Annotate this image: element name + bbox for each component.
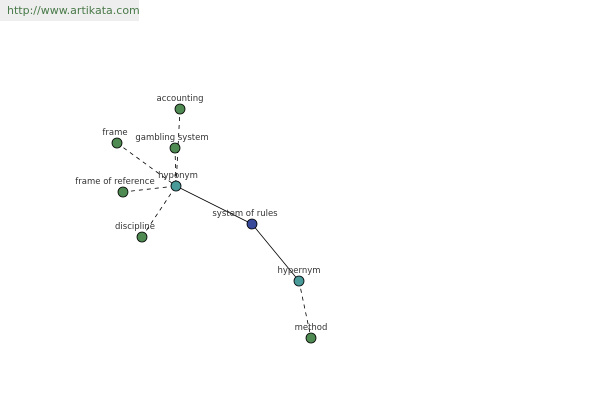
node-discipline-marker[interactable] bbox=[136, 231, 148, 243]
node-method-marker[interactable] bbox=[305, 332, 317, 344]
node-hypernym-label: hypernym bbox=[277, 266, 320, 276]
edge-hyponym-to-system-of-rules bbox=[175, 185, 253, 225]
edge-discipline-to-hyponym bbox=[141, 185, 177, 238]
node-discipline[interactable]: discipline bbox=[115, 222, 155, 243]
edge-system-of-rules-to-hypernym bbox=[251, 223, 300, 282]
node-hypernym-marker[interactable] bbox=[293, 275, 305, 287]
edge-gambling-system-to-hyponym bbox=[174, 147, 177, 187]
edge-hypernym-to-method bbox=[298, 280, 312, 339]
node-system-of-rules-label: system of rules bbox=[212, 209, 278, 219]
node-hyponym[interactable]: hyponym bbox=[158, 171, 198, 192]
edges-layer bbox=[116, 108, 312, 339]
node-frame-of-reference-label: frame of reference bbox=[75, 177, 154, 187]
node-gambling-system-label: gambling system bbox=[135, 133, 208, 143]
node-frame-of-reference[interactable]: frame of reference bbox=[75, 177, 155, 198]
node-discipline-label: discipline bbox=[115, 222, 155, 232]
site-url-watermark[interactable]: http://www.artikata.com bbox=[0, 0, 140, 21]
node-hyponym-label: hyponym bbox=[158, 171, 198, 181]
node-accounting[interactable]: accounting bbox=[156, 94, 204, 115]
node-frame[interactable]: frame bbox=[102, 128, 128, 149]
node-gambling-system-marker[interactable] bbox=[169, 142, 181, 154]
node-method-label: method bbox=[295, 323, 328, 333]
edge-accounting-to-hyponym bbox=[175, 108, 181, 187]
node-gambling-system[interactable]: gambling system bbox=[135, 133, 209, 154]
node-system-of-rules[interactable]: system of rules bbox=[212, 209, 278, 230]
node-method[interactable]: method bbox=[295, 323, 328, 344]
node-accounting-label: accounting bbox=[156, 94, 203, 104]
node-accounting-marker[interactable] bbox=[174, 103, 186, 115]
node-frame-marker[interactable] bbox=[111, 137, 123, 149]
node-system-of-rules-marker[interactable] bbox=[246, 218, 258, 230]
node-hyponym-marker[interactable] bbox=[170, 180, 182, 192]
node-frame-label: frame bbox=[102, 128, 127, 138]
nodes-layer: accounting frame gambling system hyponym fra… bbox=[75, 94, 328, 344]
node-frame-of-reference-marker[interactable] bbox=[117, 186, 129, 198]
edge-frame-of-reference-to-hyponym bbox=[122, 185, 177, 193]
node-hypernym[interactable]: hypernym bbox=[277, 266, 321, 287]
